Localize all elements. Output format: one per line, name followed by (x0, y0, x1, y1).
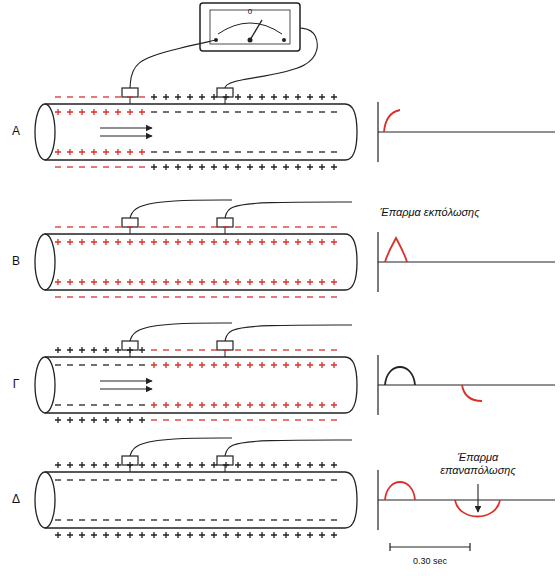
propagation-arrow (100, 380, 152, 381)
membrane-charges (55, 94, 337, 170)
lead-wire (130, 200, 232, 218)
nerve-fiber (35, 323, 357, 423)
nerve-fiber (35, 200, 357, 297)
lead-wire (225, 440, 352, 456)
lead-wire (225, 28, 317, 88)
row-letter: Γ (13, 378, 20, 392)
electrode (122, 218, 138, 227)
electrode (217, 456, 233, 465)
lead-wire (225, 202, 352, 218)
scale-label: 0.30 sec (413, 556, 447, 566)
electrode (122, 88, 138, 97)
leader-arrow (477, 484, 478, 512)
lead-wire (130, 438, 232, 456)
potential-trace (378, 355, 555, 415)
row-letter: Α (12, 125, 20, 139)
potential-trace (378, 232, 555, 292)
wave-label: Έπαρμα εκπόλωσης (380, 206, 480, 219)
time-scale-bar (390, 543, 470, 551)
potential-trace (378, 470, 555, 530)
galvanometer (200, 3, 300, 51)
dial-zero: 0 (248, 7, 252, 16)
electrode (217, 88, 233, 97)
electrode (217, 341, 233, 350)
membrane-charges (55, 347, 337, 423)
propagation-arrow (100, 388, 152, 389)
membrane-charges (55, 227, 337, 297)
electrode (217, 218, 233, 227)
wave-label: Έπαρμα επαναπόλωσης (428, 451, 528, 476)
nerve-fiber (35, 438, 357, 538)
row-letter: Δ (12, 493, 20, 507)
nerve-fiber (35, 28, 357, 170)
potential-trace (378, 102, 555, 162)
lead-wire (225, 325, 352, 341)
propagation-arrow (100, 127, 152, 128)
lead-wire (130, 323, 232, 341)
membrane-charges (55, 462, 337, 538)
row-letter: Β (12, 255, 20, 269)
propagation-arrow (100, 135, 152, 136)
lead-wire (130, 40, 216, 88)
